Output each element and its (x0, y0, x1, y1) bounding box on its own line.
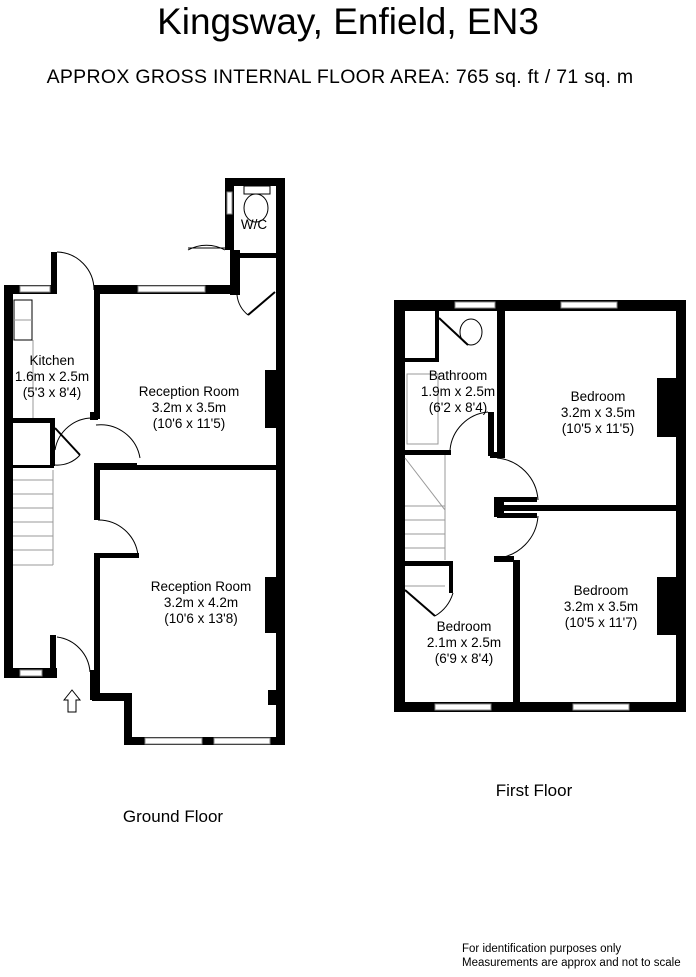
room-metric: 3.2m x 4.2m (163, 595, 239, 610)
room-name: Reception Room (150, 579, 252, 594)
room-imperial: (10'5 x 11'7) (564, 615, 638, 630)
room-name: Bedroom (570, 389, 626, 404)
bedroom-1-label: Bedroom 3.2m x 3.5m (10'5 x 11'5) (561, 389, 635, 437)
room-metric: 2.1m x 2.5m (426, 635, 502, 650)
ground-floor-plan (4, 178, 285, 745)
room-metric: 1.6m x 2.5m (14, 369, 90, 384)
entrance-arrow-icon (62, 689, 82, 713)
bathroom-label: Bathroom 1.9m x 2.5m (6'2 x 8'4) (421, 368, 495, 416)
room-metric: 3.2m x 3.5m (560, 405, 636, 420)
room-imperial: (10'6 x 13'8) (164, 611, 238, 626)
wc-label: W/C (240, 217, 268, 232)
ground-floor-label: Ground Floor (122, 807, 224, 826)
reception-room-2-label: Reception Room 3.2m x 4.2m (10'6 x 13'8) (151, 579, 252, 627)
room-metric: 3.2m x 3.5m (563, 599, 639, 614)
room-name: Bathroom (428, 368, 488, 383)
room-name: Kitchen (29, 353, 75, 368)
floor-area-subtitle: APPROX GROSS INTERNAL FLOOR AREA: 765 sq… (46, 66, 634, 88)
bedroom-2-label: Bedroom 3.2m x 3.5m (10'5 x 11'7) (564, 583, 638, 631)
first-floor-plan (394, 300, 686, 712)
room-name: Reception Room (138, 384, 240, 399)
room-imperial: (6'9 x 8'4) (434, 651, 494, 666)
room-metric: 3.2m x 3.5m (151, 400, 227, 415)
room-name: Bedroom (436, 619, 492, 634)
room-imperial: (10'5 x 11'5) (561, 421, 635, 436)
first-floor-label: First Floor (495, 781, 573, 800)
disclaimer-line-2: Measurements are approx and not to scale (462, 957, 681, 969)
disclaimer: For identification purposes only Measure… (462, 942, 681, 970)
room-imperial: (6'2 x 8'4) (428, 400, 488, 415)
disclaimer-line-1: For identification purposes only (462, 943, 622, 955)
page-title: Kingsway, Enfield, EN3 (157, 1, 539, 42)
room-name: Bedroom (573, 583, 629, 598)
bedroom-3-label: Bedroom 2.1m x 2.5m (6'9 x 8'4) (427, 619, 501, 667)
room-imperial: (10'6 x 11'5) (152, 416, 226, 431)
kitchen-label: Kitchen 1.6m x 2.5m (5'3 x 8'4) (15, 353, 89, 401)
room-metric: 1.9m x 2.5m (420, 384, 496, 399)
room-imperial: (5'3 x 8'4) (22, 385, 82, 400)
reception-room-1-label: Reception Room 3.2m x 3.5m (10'6 x 11'5) (139, 384, 240, 432)
